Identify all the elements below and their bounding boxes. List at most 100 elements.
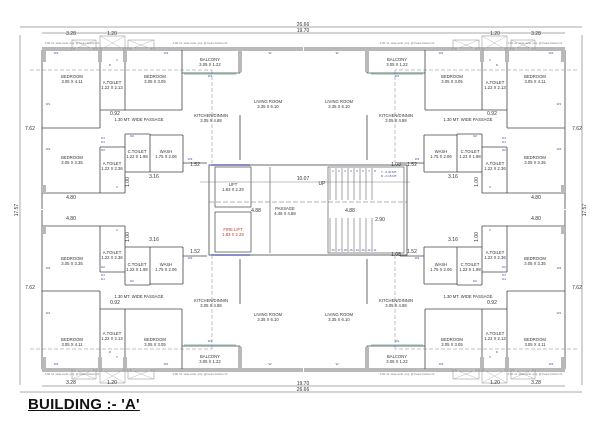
duct-shaft <box>481 368 508 384</box>
dimension-small: 1.00 <box>474 232 480 242</box>
dimension-side_a: 3.28 <box>531 380 541 386</box>
column <box>505 50 509 62</box>
column <box>365 50 369 72</box>
opening-label: W3 <box>415 256 420 260</box>
duct-shaft <box>510 39 536 51</box>
shaft-cross <box>71 39 97 51</box>
column <box>42 50 46 62</box>
column <box>123 50 127 62</box>
duct-shaft <box>71 368 97 380</box>
sunk-note: 0.60 mt. wide sunk. proj. @ beam bottom … <box>380 372 435 376</box>
room-size-bed3: 3.05 X 3.35 <box>61 160 83 165</box>
room-name-kitchen: KITCHEN/DINNIN <box>379 298 413 303</box>
opening-label: W1 <box>46 102 51 106</box>
step-number: 18 <box>343 248 347 252</box>
column <box>123 357 127 369</box>
room-size-living: 3.35 X 6.10 <box>257 104 279 109</box>
dimension-lobby_a: 1.52 <box>407 162 417 168</box>
fire-lift-size: 1.83 X 2.29 <box>222 232 244 237</box>
dimension-overall-depth: 17.57 <box>582 204 588 217</box>
duct-shaft <box>510 368 536 380</box>
shaft-cross <box>510 368 536 380</box>
room-size-bed2: 3.05 X 3.05 <box>144 342 166 347</box>
opening-label: D <box>109 350 112 354</box>
opening-label: D <box>496 350 499 354</box>
step-number: 4 <box>350 169 352 173</box>
dimension-lobby_a: 1.52 <box>190 249 200 255</box>
room-size-atoilet2: 1.22 X 2.36 <box>101 166 123 171</box>
opening-label: D2 <box>130 134 134 138</box>
room-name-wash: WASH <box>435 149 447 154</box>
room-name-passage: 1.30 MT. WIDE PASSAGE <box>114 117 163 122</box>
room-size-kitchen: 3.05 X 4.88 <box>200 303 222 308</box>
room-name-wash: WASH <box>160 149 172 154</box>
room-name-balcony: BALCONY <box>200 354 220 359</box>
shaft-cross <box>99 368 126 384</box>
dimension-small: 1.00 <box>125 177 131 187</box>
dimension-unit_depth: 7.62 <box>25 285 35 291</box>
step-number: 17 <box>337 248 341 252</box>
building-title: BUILDING :- 'A' <box>28 396 140 413</box>
opening-label: W2 <box>54 51 59 55</box>
room-name-atoilet1: A.TOILET <box>103 331 122 336</box>
room-name-bed1: BEDROOM <box>61 337 83 342</box>
room-size-ctoilet: 1.22 X 1.98 <box>459 267 481 272</box>
column <box>561 50 565 62</box>
opening-label: W2 <box>164 51 169 55</box>
room-size-bed1: 3.05 X 4.11 <box>524 342 546 347</box>
room-size-balcony: 3.05 X 1.22 <box>199 359 221 364</box>
opening-label: V <box>489 355 491 359</box>
room-size-living: 3.35 X 6.10 <box>328 104 350 109</box>
opening-label: W1 <box>557 311 562 315</box>
shaft-cross <box>510 39 536 51</box>
step-number: 11 <box>373 248 376 252</box>
column <box>480 50 484 62</box>
shaft-cross <box>452 39 480 51</box>
room-name-ctoilet: C.TOILET <box>461 262 480 267</box>
room-name-bed3: BEDROOM <box>61 155 83 160</box>
passage-size: 4.46 X 4.88 <box>274 211 296 216</box>
opening-label: W2 <box>164 362 169 366</box>
room-size-balcony: 3.05 X 1.22 <box>386 62 408 67</box>
room-name-bed3: BEDROOM <box>61 256 83 261</box>
column <box>98 357 102 369</box>
opening-label: W <box>336 362 339 366</box>
lift-label: LIFT <box>229 182 238 187</box>
room-name-bed3: BEDROOM <box>524 256 546 261</box>
dimension-inner_width: 19.70 <box>297 28 310 34</box>
step-number: 6 <box>362 169 364 173</box>
opening-label: W1 <box>395 339 400 343</box>
shaft-cross <box>127 39 155 51</box>
duct-shaft <box>127 39 155 51</box>
opening-label: D1 <box>101 140 105 144</box>
room-name-atoilet1: A.TOILET <box>486 80 505 85</box>
shaft-cross <box>127 368 155 380</box>
dimension-unit_depth: 7.62 <box>572 285 582 291</box>
room-name-living: LIVING ROOM <box>325 312 353 317</box>
opening-label: D1 <box>101 273 105 277</box>
dimension-shaft: 0.92 <box>110 111 120 117</box>
fire-lift-shaft <box>214 211 252 253</box>
room-size-atoilet1: 1.22 X 2.13 <box>484 336 506 341</box>
dimension-shaft: 0.92 <box>487 111 497 117</box>
column <box>238 50 242 72</box>
room-size-living: 3.35 X 6.10 <box>328 317 350 322</box>
staircase <box>327 166 405 254</box>
room-size-wash: 1.75 X 2.06 <box>155 154 177 159</box>
opening-label: W1 <box>208 74 213 78</box>
room-name-ctoilet: C.TOILET <box>461 149 480 154</box>
room-name-ctoilet: C.TOILET <box>128 149 147 154</box>
room-name-balcony: BALCONY <box>387 354 407 359</box>
stair-note: R - 0.15 MT. <box>381 174 398 178</box>
opening-label: W2 <box>439 51 444 55</box>
dimension-overall_width: 26.66 <box>297 22 310 28</box>
stair-width-dim: 2.90 <box>375 217 385 223</box>
step-number: 14 <box>355 248 359 252</box>
room-size-kitchen: 3.05 X 4.88 <box>385 303 407 308</box>
column <box>42 357 46 369</box>
opening-label: D1 <box>502 140 506 144</box>
shaft-cross <box>452 368 480 380</box>
opening-label: D2 <box>502 265 506 269</box>
